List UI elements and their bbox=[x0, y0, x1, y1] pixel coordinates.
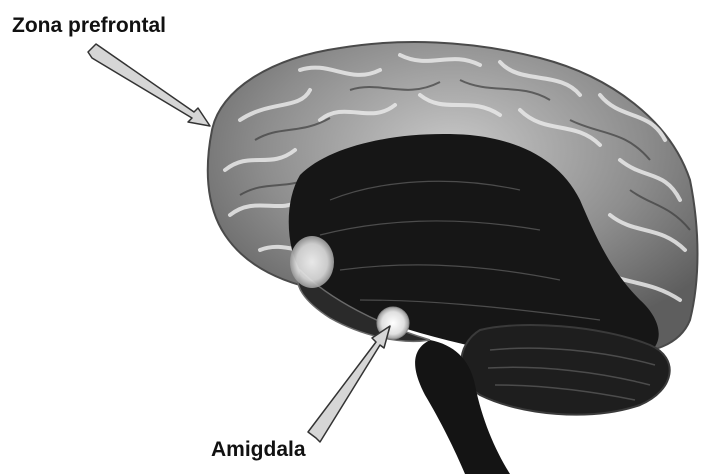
prefrontal-arrow-icon bbox=[88, 44, 210, 126]
prefrontal-zone-label: Zona prefrontal bbox=[12, 14, 166, 38]
prefrontal-highlight bbox=[290, 236, 334, 288]
amygdala-arrow-icon bbox=[308, 326, 390, 442]
amygdala-label: Amigdala bbox=[211, 438, 306, 462]
